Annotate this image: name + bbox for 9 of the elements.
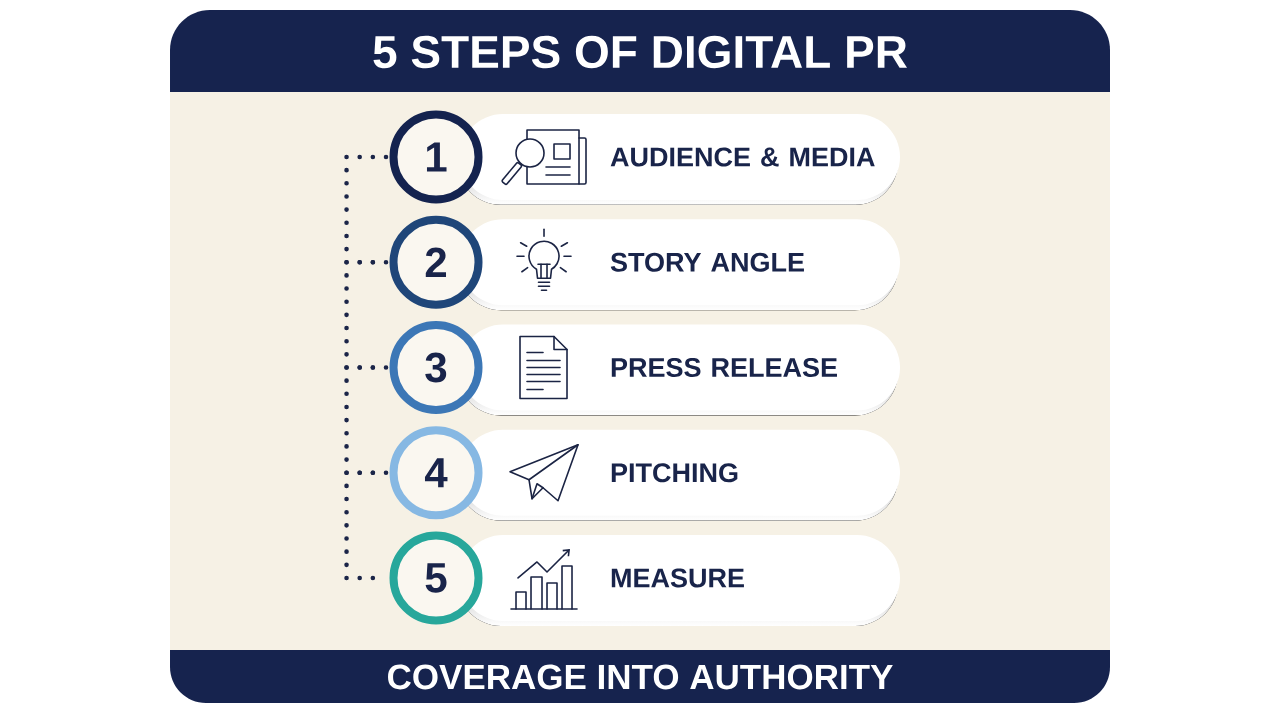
dotted-connector: [344, 259, 389, 370]
step-pill: MEASURE: [458, 535, 900, 626]
step-pill: AUDIENCE & MEDIA: [458, 114, 900, 205]
footer-banner: COVERAGE INTO AUTHORITY: [170, 650, 1110, 703]
step-pill: PRESS RELEASE: [458, 324, 900, 416]
dotted-connector: [344, 470, 389, 581]
step-pill: PITCHING: [458, 429, 900, 521]
title-banner: 5 STEPS OF DIGITAL PR: [170, 10, 1110, 92]
step-pill: STORY ANGLE: [458, 219, 900, 311]
